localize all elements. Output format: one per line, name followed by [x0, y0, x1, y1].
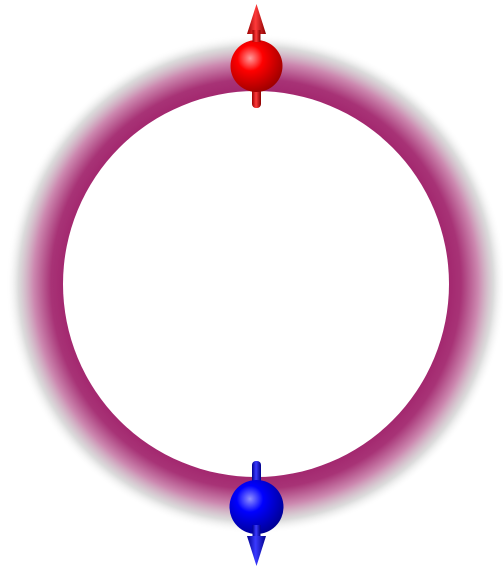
- ring-inner: [63, 91, 449, 477]
- spin-up-ball: [231, 40, 283, 92]
- spin-up-arrowhead: [247, 4, 266, 34]
- spin-up-shaft: [253, 30, 261, 42]
- spin-down-arrowhead: [247, 536, 266, 566]
